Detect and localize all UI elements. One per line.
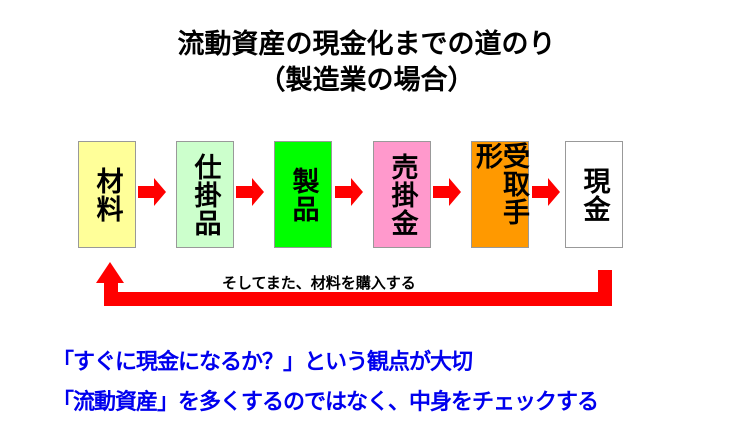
note-2: 「流動資産」を多くするのではなく、中身をチェックする: [52, 390, 599, 415]
box-wip: 仕掛品: [176, 141, 234, 248]
right-arrow-icon: [433, 178, 461, 206]
box-label: 製品: [287, 166, 319, 223]
note-1: 「すぐに現金になるか？」という観点が大切: [52, 350, 473, 375]
box-cash: 現金: [565, 141, 623, 248]
box-label: 受取手形: [471, 142, 529, 226]
box-label: 売掛金: [386, 152, 418, 237]
right-arrow-icon: [335, 178, 363, 206]
box-product: 製品: [274, 141, 332, 248]
loop-label: そしてまた、材料を購入する: [222, 274, 416, 292]
box-receivable: 売掛金: [373, 141, 431, 248]
title-line-1: 流動資産の現金化までの道のり: [177, 29, 556, 60]
box-label: 現金: [578, 166, 610, 223]
box-label: 材料: [91, 166, 123, 223]
right-arrow-icon: [236, 178, 264, 206]
box-note-receivable: 受取手形: [471, 141, 529, 248]
title-line-2: （製造業の場合）: [258, 65, 475, 96]
box-material: 材料: [78, 141, 136, 248]
box-label: 仕掛品: [189, 152, 221, 237]
right-arrow-icon: [138, 178, 166, 206]
right-arrow-icon: [532, 178, 560, 206]
